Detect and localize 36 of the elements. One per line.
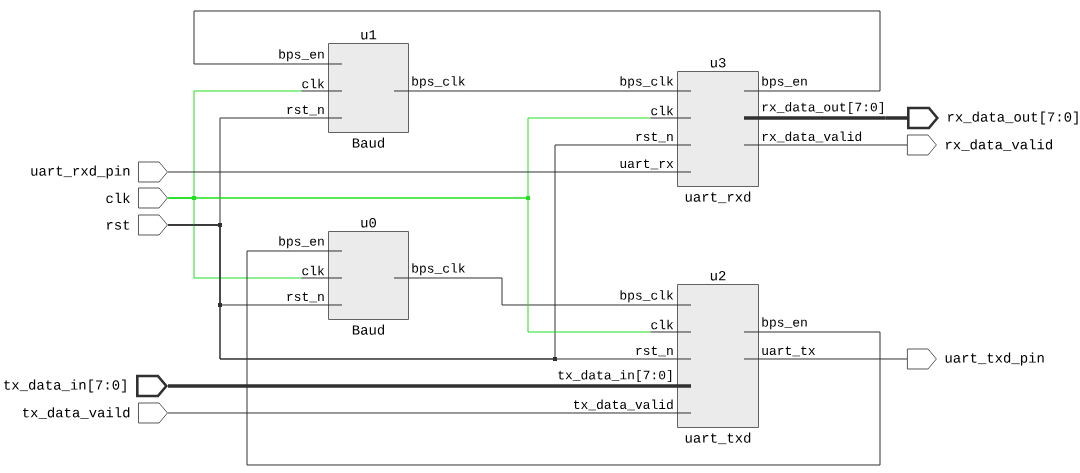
node-label: u3 [710, 58, 726, 68]
io-port: rx_data_out[7:0] [907, 106, 1078, 130]
wire [885, 116, 907, 120]
node-label: rst [107, 220, 130, 230]
io-port: tx_data_in[7:0] [4, 374, 168, 398]
io-port: rx_data_valid [907, 134, 1052, 156]
node-label: uart_rxd_pin [31, 165, 130, 179]
node-label: tx_data_vaild [23, 407, 130, 419]
wire [193, 10, 881, 92]
io-port: uart_txd_pin [907, 348, 1044, 370]
wire [815, 358, 908, 360]
wire [167, 171, 620, 173]
node-label: u2 [710, 271, 726, 281]
node-label: rx_data_valid [946, 139, 1053, 151]
io-port: uart_rxd_pin [31, 161, 168, 183]
io-port: rst [107, 214, 168, 236]
node-label: uart_txd_pin [945, 352, 1044, 366]
wire [168, 384, 557, 388]
node-label: tx_data_in[7:0] [4, 379, 126, 393]
wire [465, 277, 620, 306]
node-label: u0 [361, 218, 377, 228]
node-label: Baud [352, 324, 385, 335]
wire [167, 197, 651, 333]
wire [246, 250, 881, 466]
node-label: clk [106, 192, 130, 204]
wire [167, 412, 574, 414]
wire [167, 224, 636, 360]
node-label: uart_txd [685, 432, 751, 445]
wire [465, 90, 620, 92]
io-port: tx_data_vaild [23, 402, 168, 424]
wire [861, 144, 908, 146]
node-label: rx_data_out[7:0] [948, 111, 1078, 125]
io-port: clk [106, 187, 168, 209]
node-label: uart_rxd [685, 191, 751, 204]
node-label: u1 [361, 30, 377, 40]
node-label: Baud [352, 137, 385, 148]
